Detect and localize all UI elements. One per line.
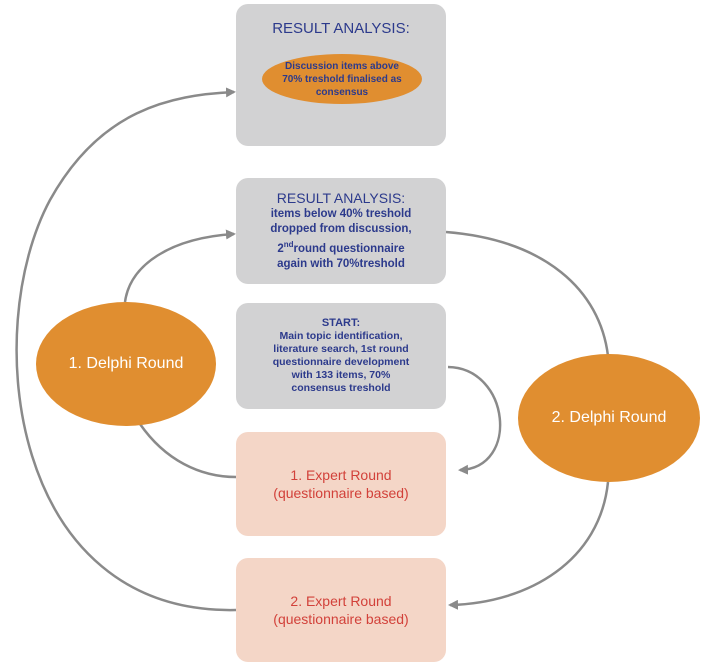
- result-analysis-mid-heading: RESULT ANALYSIS:: [276, 190, 406, 207]
- result-analysis-top-box: RESULT ANALYSIS: Discussion items above …: [236, 4, 446, 146]
- arrow-delphi1-to-expert1: [138, 423, 237, 479]
- consensus-oval: Discussion items above 70% treshold fina…: [262, 54, 422, 104]
- arrow-delphi1-to-result-mid: [123, 229, 236, 303]
- expert-round-2-title: 2. Expert Round: [290, 593, 392, 609]
- result-analysis-mid-line1: items below 40% treshold: [270, 208, 412, 221]
- result-analysis-top-heading: RESULT ANALYSIS:: [272, 20, 410, 37]
- delphi-round-1-label: 1. Delphi Round: [68, 355, 184, 372]
- expert-round-2-box: 2. Expert Round (questionnaire based): [236, 558, 446, 662]
- arrow-start-to-expert1: [447, 365, 502, 475]
- result-analysis-mid-line4: again with 70%treshold: [277, 257, 405, 270]
- delphi-round-1-oval: 1. Delphi Round: [36, 302, 216, 426]
- expert-round-2-subtitle: (questionnaire based): [273, 611, 409, 627]
- expert-round-1-subtitle: (questionnaire based): [273, 485, 409, 501]
- result-analysis-mid-box: RESULT ANALYSIS: items below 40% treshol…: [236, 178, 446, 284]
- delphi-round-2-label: 2. Delphi Round: [551, 409, 667, 426]
- start-box: START: Main topic identification, litera…: [236, 303, 446, 409]
- expert-round-1-title: 1. Expert Round: [290, 467, 392, 483]
- start-heading: START:: [321, 317, 361, 329]
- result-analysis-mid-line2: dropped from discussion,: [270, 223, 412, 236]
- consensus-oval-text: Discussion items above 70% treshold fina…: [282, 60, 402, 98]
- delphi-round-2-oval: 2. Delphi Round: [518, 354, 700, 482]
- arrow-delphi2-to-expert2: [448, 481, 610, 610]
- start-body: Main topic identification, literature se…: [272, 330, 410, 394]
- arrow-result-mid-to-delphi2: [445, 230, 610, 357]
- arrow-expert2-to-result-top: [15, 87, 237, 612]
- result-analysis-mid-line3: 2ndround questionnaire: [277, 240, 405, 255]
- expert-round-1-box: 1. Expert Round (questionnaire based): [236, 432, 446, 536]
